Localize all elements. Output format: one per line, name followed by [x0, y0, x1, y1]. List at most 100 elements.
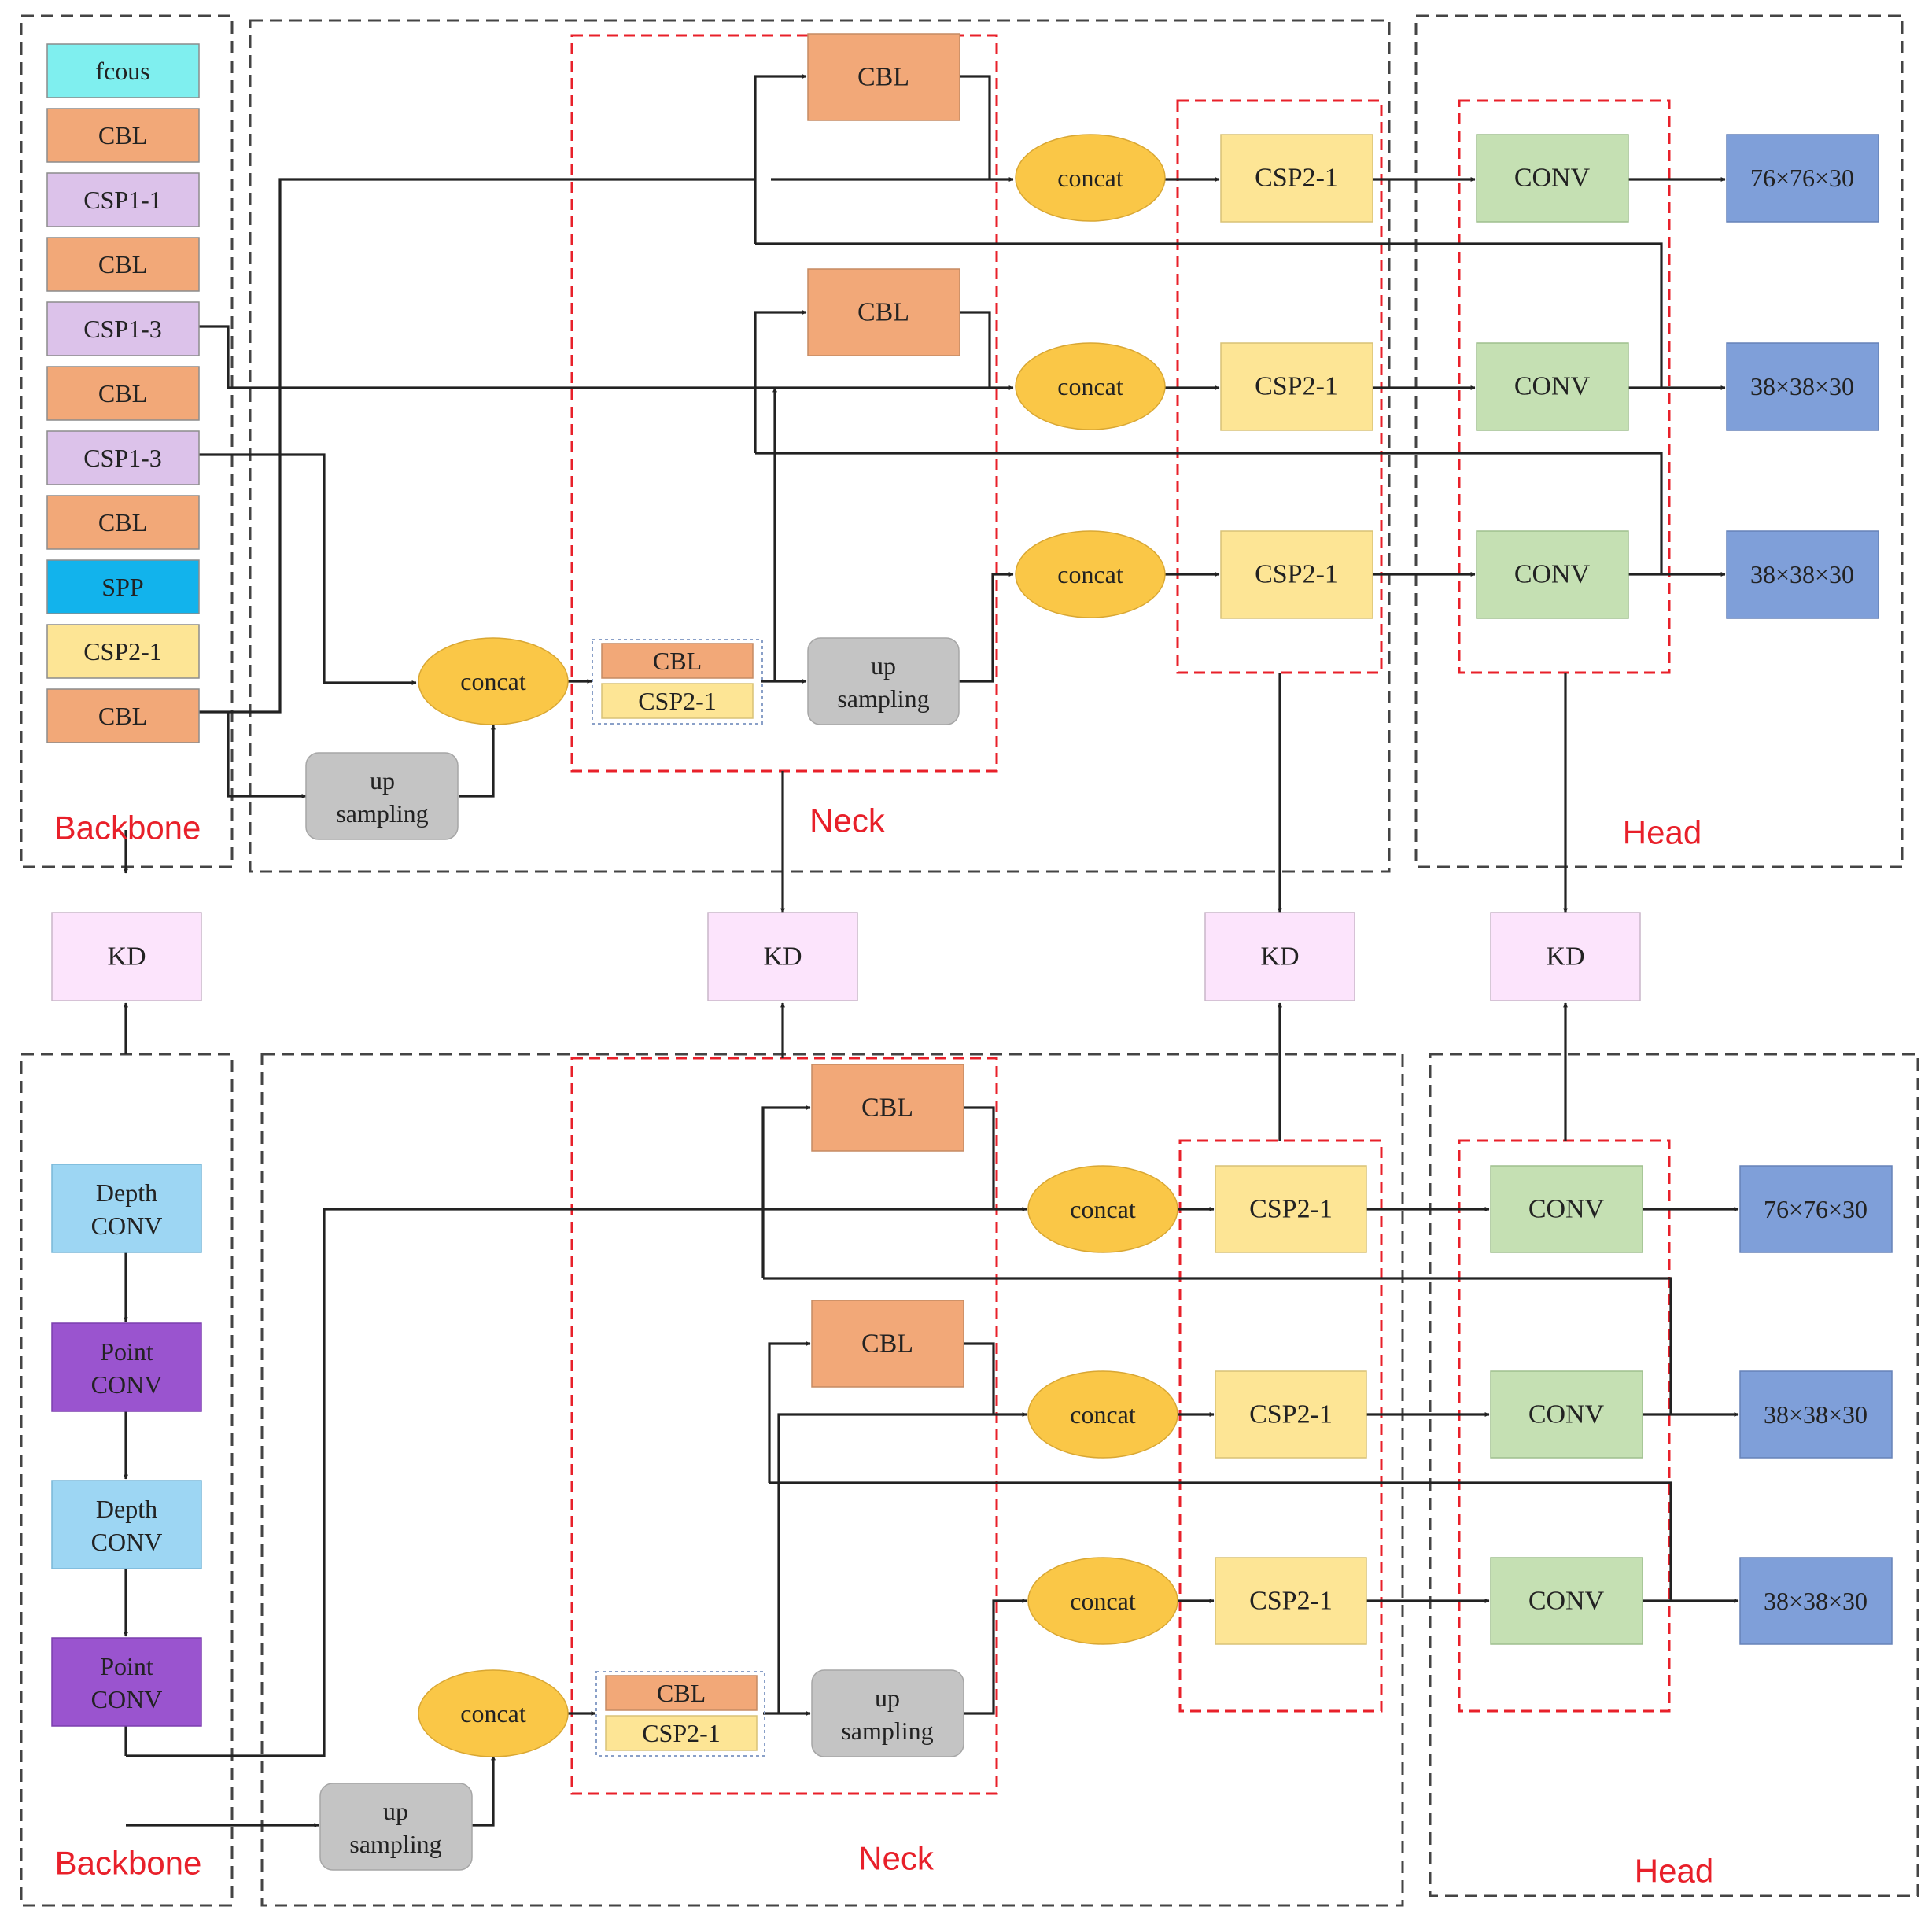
conv-label: CONV [1514, 560, 1591, 589]
concat-node [1015, 342, 1166, 430]
output-block [1739, 1557, 1893, 1645]
spp-label: SPP [101, 573, 143, 601]
cbl-csp-group [592, 639, 763, 725]
upsample-label-line2: sampling [336, 799, 428, 828]
cbl-block [811, 1064, 964, 1152]
neck-cbl-csp-stack: CBL CSP2-1 [592, 639, 763, 725]
csp-bottom-red-region [1178, 1139, 1383, 1713]
cbl-block [811, 1300, 964, 1388]
backbone-block-cbl-5: CBL [46, 688, 200, 743]
concat-label: concat [1070, 1400, 1136, 1429]
point-conv-block [51, 1322, 202, 1412]
depth-conv-label-line1: Depth [96, 1178, 157, 1207]
upsample-block [305, 752, 459, 840]
cbl-block [601, 643, 754, 679]
edge-to-cbl-top-bottom [761, 1105, 811, 1278]
edge-csp13-to-concat2 [199, 325, 1014, 390]
cbl-block [46, 688, 200, 743]
kd-label: KD [1260, 942, 1299, 972]
csp2-1-block [1220, 134, 1373, 223]
backbone-block-spp: SPP [46, 559, 200, 614]
output-block [1739, 1165, 1893, 1253]
point-conv-label-line2: CONV [91, 1685, 163, 1713]
conv-block [1490, 1557, 1643, 1645]
kd-block [51, 912, 202, 1001]
backbone-block-cbl-1: CBL [46, 108, 200, 163]
neck-csp-col: CSP2-1 CSP2-1 CSP2-1 [1220, 134, 1373, 619]
depth-conv-label-line1: Depth [96, 1495, 157, 1523]
depth-conv-block [51, 1164, 202, 1253]
csp2-1-label: CSP2-1 [1249, 1400, 1333, 1429]
concat-node [418, 1669, 569, 1757]
bottom-connections [124, 1002, 1739, 1827]
conv-label: CONV [1528, 1400, 1605, 1429]
edge-cbl-top-to-concat1 [959, 75, 991, 179]
neck-concat-left: concat [418, 637, 569, 725]
backbone-block-cbl-2: CBL [46, 237, 200, 292]
student-backbone: Depth CONV Point CONV Depth CONV Point C… [51, 1164, 202, 1882]
kd-block [1490, 912, 1641, 1001]
teacher-neck: CBL CBL concat concat concat concat CBL [305, 33, 1373, 840]
conv-label: CONV [1528, 1587, 1605, 1616]
concat-label: concat [1057, 164, 1123, 192]
edge-upsample-to-concat-bottom [472, 1755, 496, 1827]
output-block [1726, 134, 1879, 223]
edge-to-cbl-top [754, 74, 807, 244]
csp1-3-block [46, 430, 200, 485]
csp2-1-label: CSP2-1 [1255, 372, 1338, 401]
neck-section-label: Neck [809, 802, 886, 839]
head-section-label: Head [1623, 814, 1702, 851]
kd-block [707, 912, 858, 1001]
teacher-backbone: fcous CBL CSP1-1 CBL CSP1-3 CBL CSP1-3 [46, 43, 201, 846]
point-conv-label-line1: Point [100, 1652, 153, 1680]
csp2-1-block [601, 683, 754, 719]
upsample-block [319, 1783, 473, 1871]
backbone-section-label: Backbone [55, 1845, 202, 1882]
point-conv-label-line2: CONV [91, 1370, 163, 1399]
focus-block [46, 43, 200, 98]
upsample-label-line2: sampling [841, 1717, 933, 1745]
csp2-1-label: CSP2-1 [1249, 1195, 1333, 1224]
neck-concat-2: concat [1015, 342, 1166, 430]
backbone-block-csp13-2: CSP1-3 [46, 430, 200, 485]
upsample-block [807, 637, 960, 725]
kd-label: KD [1546, 942, 1584, 972]
edge-cbl-mid-to-concat2 [959, 311, 991, 388]
edge-skip-to-out2 [755, 242, 1663, 388]
conv-block [1476, 134, 1629, 223]
point-conv-label-line1: Point [100, 1337, 153, 1366]
point-conv-block [51, 1637, 202, 1727]
concat-node [1027, 1370, 1178, 1459]
cbl-block [46, 237, 200, 292]
edge-to-cbl-mid [754, 310, 807, 453]
head-bottom-container [1429, 1053, 1919, 1897]
cbl-label: CBL [98, 250, 147, 278]
csp2-1-block [46, 624, 200, 679]
backbone-block-csp21: CSP2-1 [46, 624, 200, 679]
depth-conv-block [51, 1480, 202, 1569]
cbl-label: CBL [657, 1679, 706, 1707]
output-block [1726, 530, 1879, 619]
backbone-block-focus: fcous [46, 43, 200, 98]
conv-label: CONV [1514, 372, 1591, 401]
output-label: 38×38×30 [1764, 1587, 1867, 1615]
kd-label: KD [107, 942, 146, 972]
neck-bottom-red-region [570, 1057, 998, 1795]
conv-block [1476, 530, 1629, 619]
cbl-label: CBL [653, 647, 702, 675]
concat-label: concat [1057, 372, 1123, 400]
upsample-label-line2: sampling [837, 684, 929, 713]
output-block [1726, 342, 1879, 431]
edge-csp13-to-concat-neck [199, 453, 417, 685]
cbl-block [46, 495, 200, 550]
cbl-label: CBL [861, 1329, 913, 1359]
csp2-1-block [1215, 1370, 1367, 1459]
edge-cblcsp-to-concat2-bottom [777, 1412, 1027, 1713]
top-connections [124, 74, 1726, 913]
csp1-3-block [46, 301, 200, 356]
conv-block [1490, 1370, 1643, 1459]
edge-cbl-mid-to-concat2-bottom [964, 1342, 995, 1414]
csp2-1-block [605, 1715, 758, 1751]
csp2-1-label: CSP2-1 [83, 637, 162, 666]
